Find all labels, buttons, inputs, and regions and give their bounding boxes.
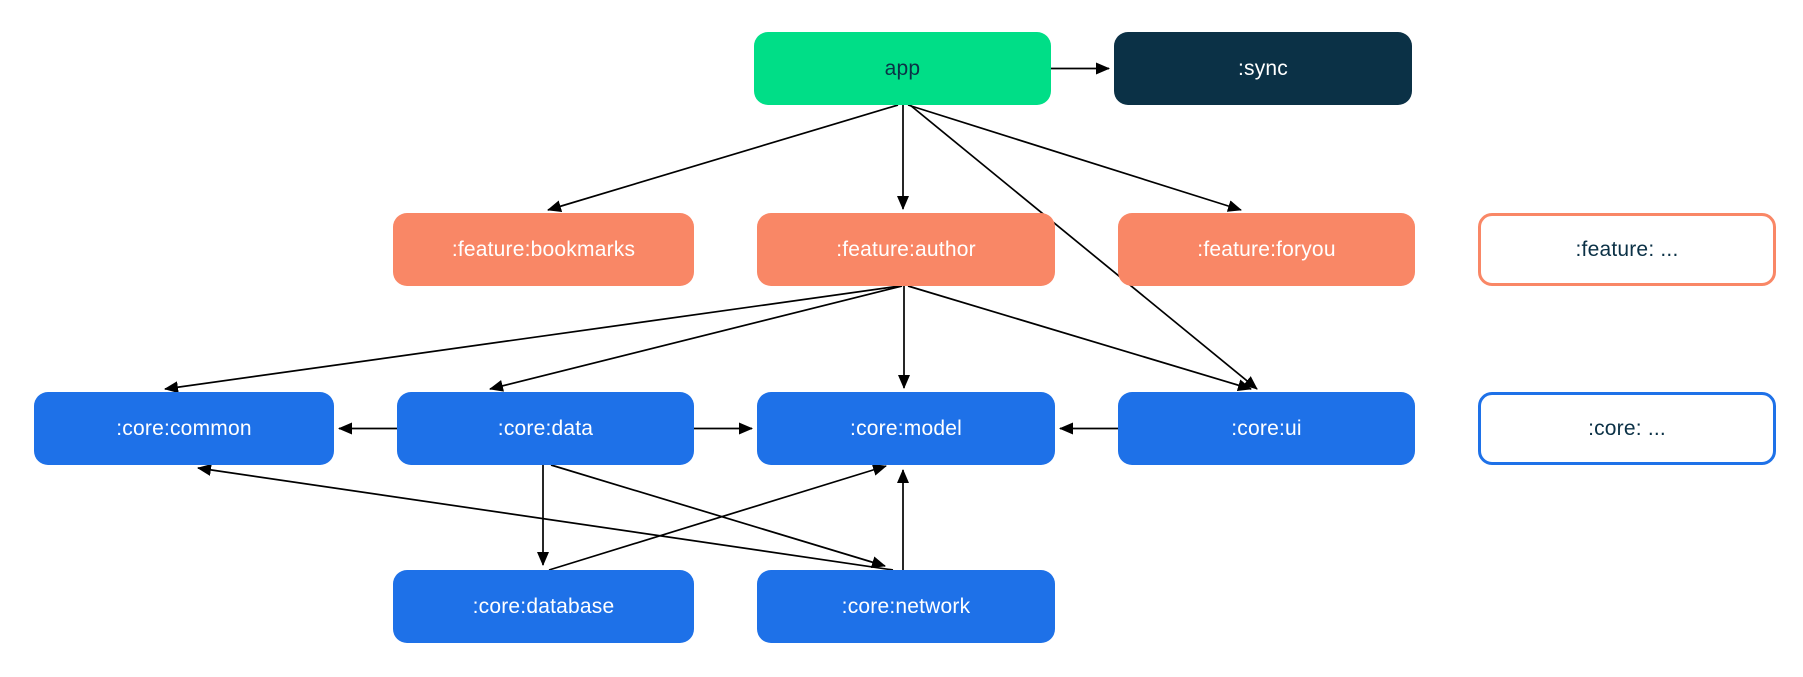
node-feature-foryou: :feature:foryou (1118, 213, 1415, 286)
node-label: :core:data (497, 416, 594, 440)
edge-core-network-to-core-common (197, 463, 894, 571)
node-label: app (884, 56, 921, 80)
node-feature-bookmarks: :feature:bookmarks (393, 213, 694, 286)
node-core-model: :core:model (757, 392, 1055, 465)
node-label: :feature: ... (1575, 237, 1679, 261)
node-label: :sync (1237, 56, 1288, 80)
edge-feature-author-to-core-common (164, 285, 901, 394)
node-core-network: :core:network (757, 570, 1055, 643)
node-core-common: :core:common (34, 392, 334, 465)
node-label: :feature:bookmarks (451, 237, 636, 261)
edge-feature-author-to-core-ui (907, 285, 1252, 392)
node-core-data: :core:data (397, 392, 694, 465)
node-label: :feature:author (836, 237, 976, 261)
edge-core-data-to-core-network (550, 464, 886, 568)
edge-app-to-feature-foryou (907, 104, 1242, 212)
node-sync: :sync (1114, 32, 1412, 105)
node-core-legend: :core: ... (1478, 392, 1776, 465)
node-label: :core:ui (1231, 416, 1302, 440)
edge-app-to-core-ui (909, 104, 1258, 390)
node-label: :core:common (116, 416, 252, 440)
node-core-database: :core:database (393, 570, 694, 643)
node-label: :core:model (850, 416, 962, 440)
node-feature-author: :feature:author (757, 213, 1055, 286)
node-label: :core:network (841, 594, 971, 618)
node-label: :core:database (472, 594, 615, 618)
edge-core-database-to-core-model (548, 464, 887, 571)
node-label: :core: ... (1588, 416, 1666, 440)
edge-feature-author-to-core-data (489, 285, 903, 392)
node-core-ui: :core:ui (1118, 392, 1415, 465)
node-feature-legend: :feature: ... (1478, 213, 1776, 286)
node-app: app (754, 32, 1051, 105)
node-label: :feature:foryou (1197, 237, 1336, 261)
edge-app-to-feature-bookmarks (547, 104, 899, 213)
